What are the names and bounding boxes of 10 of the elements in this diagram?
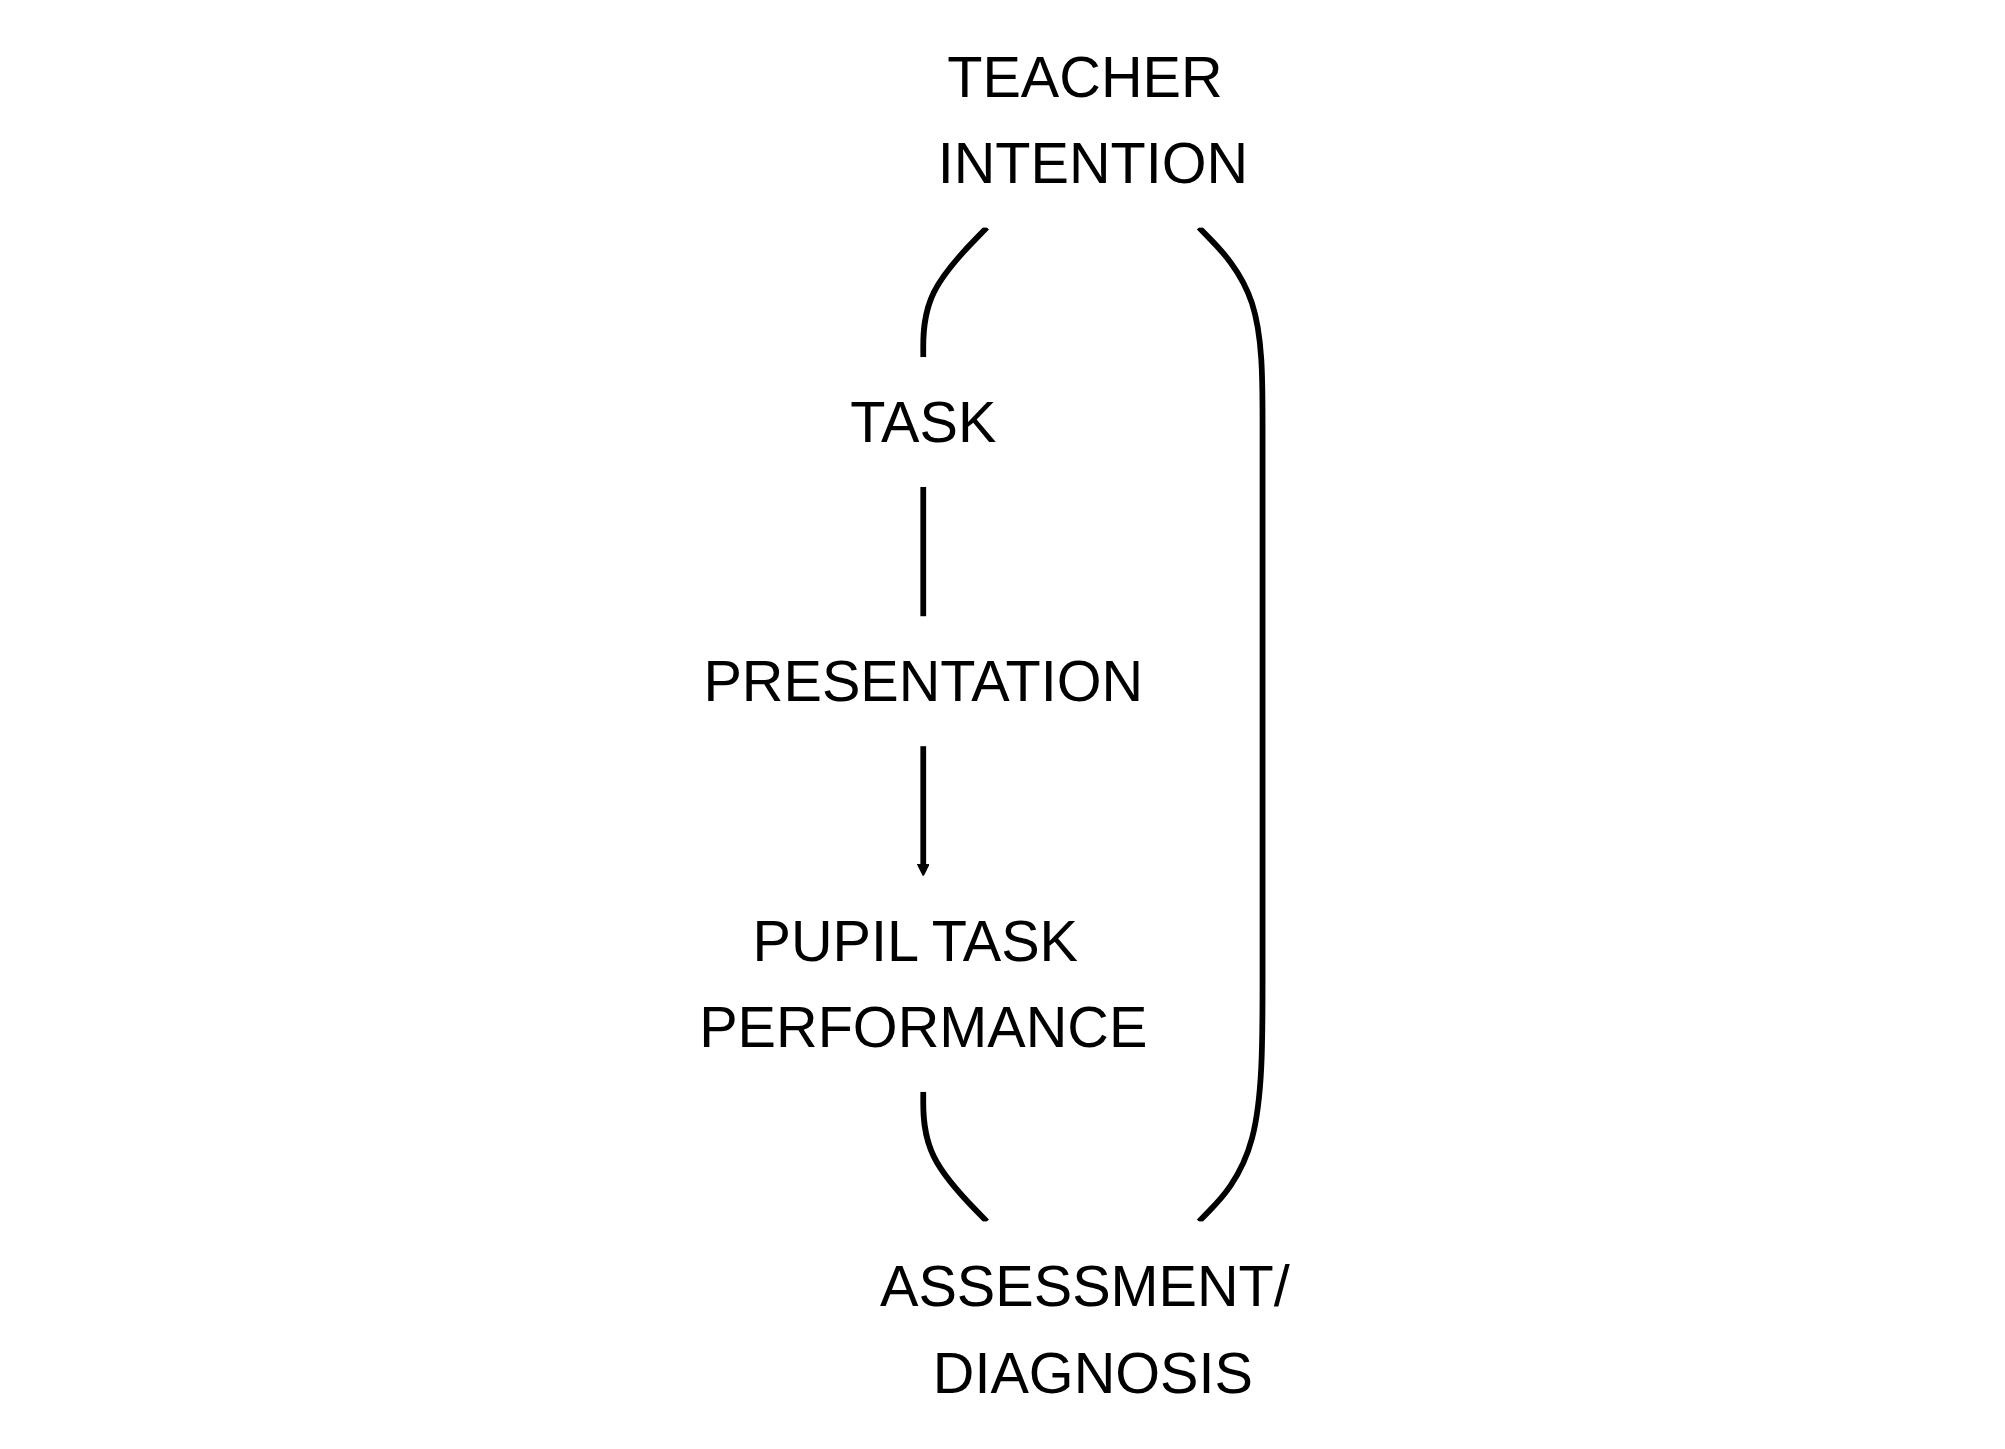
connector bbox=[920, 225, 989, 358]
node-text: TEACHER INTENTION bbox=[937, 44, 1249, 195]
connector bbox=[1196, 225, 1266, 1224]
node-text: PUPIL TASK PERFORMANCE bbox=[699, 908, 1148, 1059]
node-text: ASSESSMENT/ DIAGNOSIS bbox=[880, 1254, 1290, 1405]
arrow bbox=[916, 746, 930, 877]
connector bbox=[920, 486, 927, 617]
node-text: TASK bbox=[850, 390, 997, 454]
connector bbox=[920, 1091, 989, 1224]
node-text: PRESENTATION bbox=[703, 649, 1144, 713]
